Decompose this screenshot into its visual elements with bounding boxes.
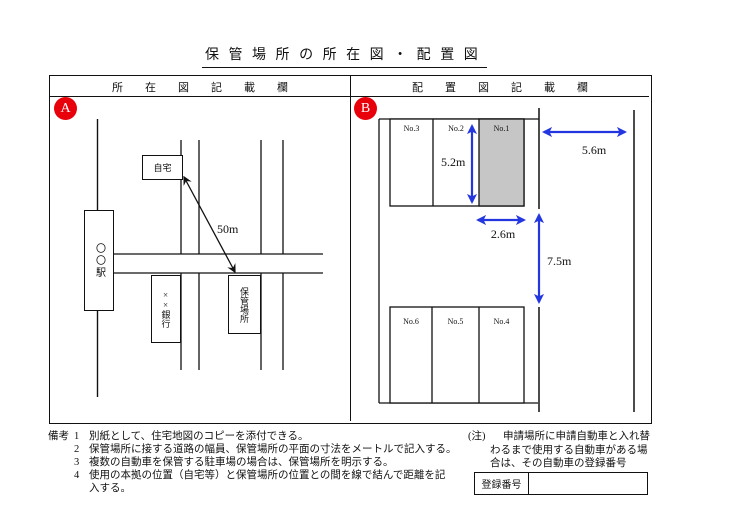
registration-value-field[interactable]: [529, 473, 647, 494]
note-line-3: 合は、その自動車の登録番号: [490, 458, 627, 469]
home-label: 自宅: [153, 163, 172, 173]
distance-50m-label: 50m: [217, 222, 239, 236]
right-panel-header: 配置図記載欄: [351, 76, 649, 97]
dim-7-5m-label: 7.5m: [547, 254, 572, 268]
badge-b: B: [354, 97, 377, 120]
stall-no3-label: No.3: [403, 124, 420, 133]
station-box: 〇〇駅: [84, 210, 114, 311]
note-line-2: わるまで使用する自動車がある場: [490, 444, 648, 456]
stall-no1-label: No.1: [493, 124, 510, 133]
stall-no6-label: No.6: [403, 317, 419, 326]
stall-no4-label: No.4: [493, 317, 510, 326]
remarks-label: 備考: [48, 431, 69, 442]
storage-label: 保管場所: [239, 286, 249, 323]
parking-row-2: [389, 306, 525, 404]
stall-no5-label: No.5: [447, 317, 464, 326]
distance-arrow-50m: [183, 175, 236, 274]
panel-divider: [350, 76, 351, 421]
station-label: 〇〇駅: [93, 242, 105, 279]
form-box: 所在図記載欄 配置図記載欄: [49, 75, 652, 424]
street-grid: [114, 140, 323, 370]
road-edge-lines: [538, 108, 635, 412]
left-panel-header-label: 所在図記載欄: [112, 81, 310, 94]
note-block: (注)申請場所に申請自動車と入れ替 わるまで使用する自動車がある場 合は、その自…: [468, 430, 663, 471]
page-title: 保管場所の所在図・配置図: [202, 44, 488, 68]
right-panel-header-label: 配置図記載欄: [412, 81, 610, 94]
registration-box: 登録番号: [474, 472, 648, 495]
registration-label: 登録番号: [475, 473, 529, 494]
stall-no2-label: No.2: [448, 124, 464, 133]
dimension-arrows: [466, 123, 628, 305]
left-panel-header: 所在図記載欄: [50, 76, 350, 97]
dim-5-2m-label: 5.2m: [441, 155, 466, 169]
bank-label: ××銀行: [160, 290, 171, 328]
header-row: [50, 76, 649, 97]
dim-2-6m-label: 2.6m: [490, 227, 516, 241]
note-label: (注): [468, 431, 486, 442]
dim-5-6m-label: 5.6m: [581, 143, 607, 157]
note-line-1: (注)申請場所に申請自動車と入れ替: [468, 431, 650, 442]
storage-box: 保管場所: [228, 275, 261, 334]
remarks-line-5: 入する。: [89, 483, 131, 494]
map-and-layout-drawing: [96, 108, 635, 412]
bank-box: ××銀行: [151, 275, 181, 343]
home-box: 自宅: [142, 155, 183, 180]
parking-row-1: [389, 118, 525, 207]
badge-a: A: [54, 97, 77, 120]
